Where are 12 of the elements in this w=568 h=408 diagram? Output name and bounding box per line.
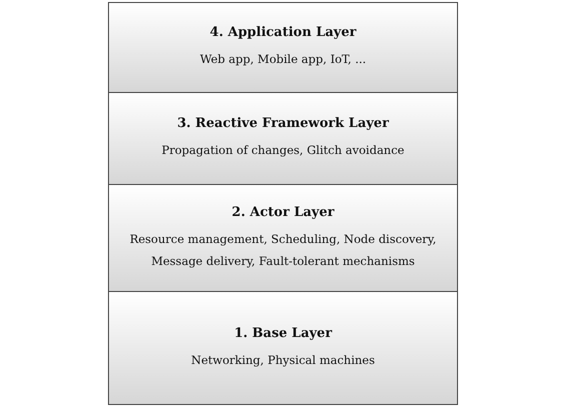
layer-description: Web app, Mobile app, IoT, ... [198,51,368,68]
layer-box [108,2,458,93]
layer-box [108,184,458,292]
layer-box [108,291,458,405]
layer-description: Resource management, Scheduling, Node discovery, Message delivery, Fault-tolerant mechanisms [128,230,438,270]
layer-description: Networking, Physical machines [190,352,376,368]
layer-title: 1. Base Layer [234,326,332,340]
layer-box [108,92,458,185]
layer-description: Propagation of changes, Glitch avoidance [160,142,406,159]
layer-title: 4. Application Layer [210,25,356,40]
layer-title: 3. Reactive Framework Layer [177,116,389,131]
layer-title: 2. Actor Layer [232,204,334,220]
